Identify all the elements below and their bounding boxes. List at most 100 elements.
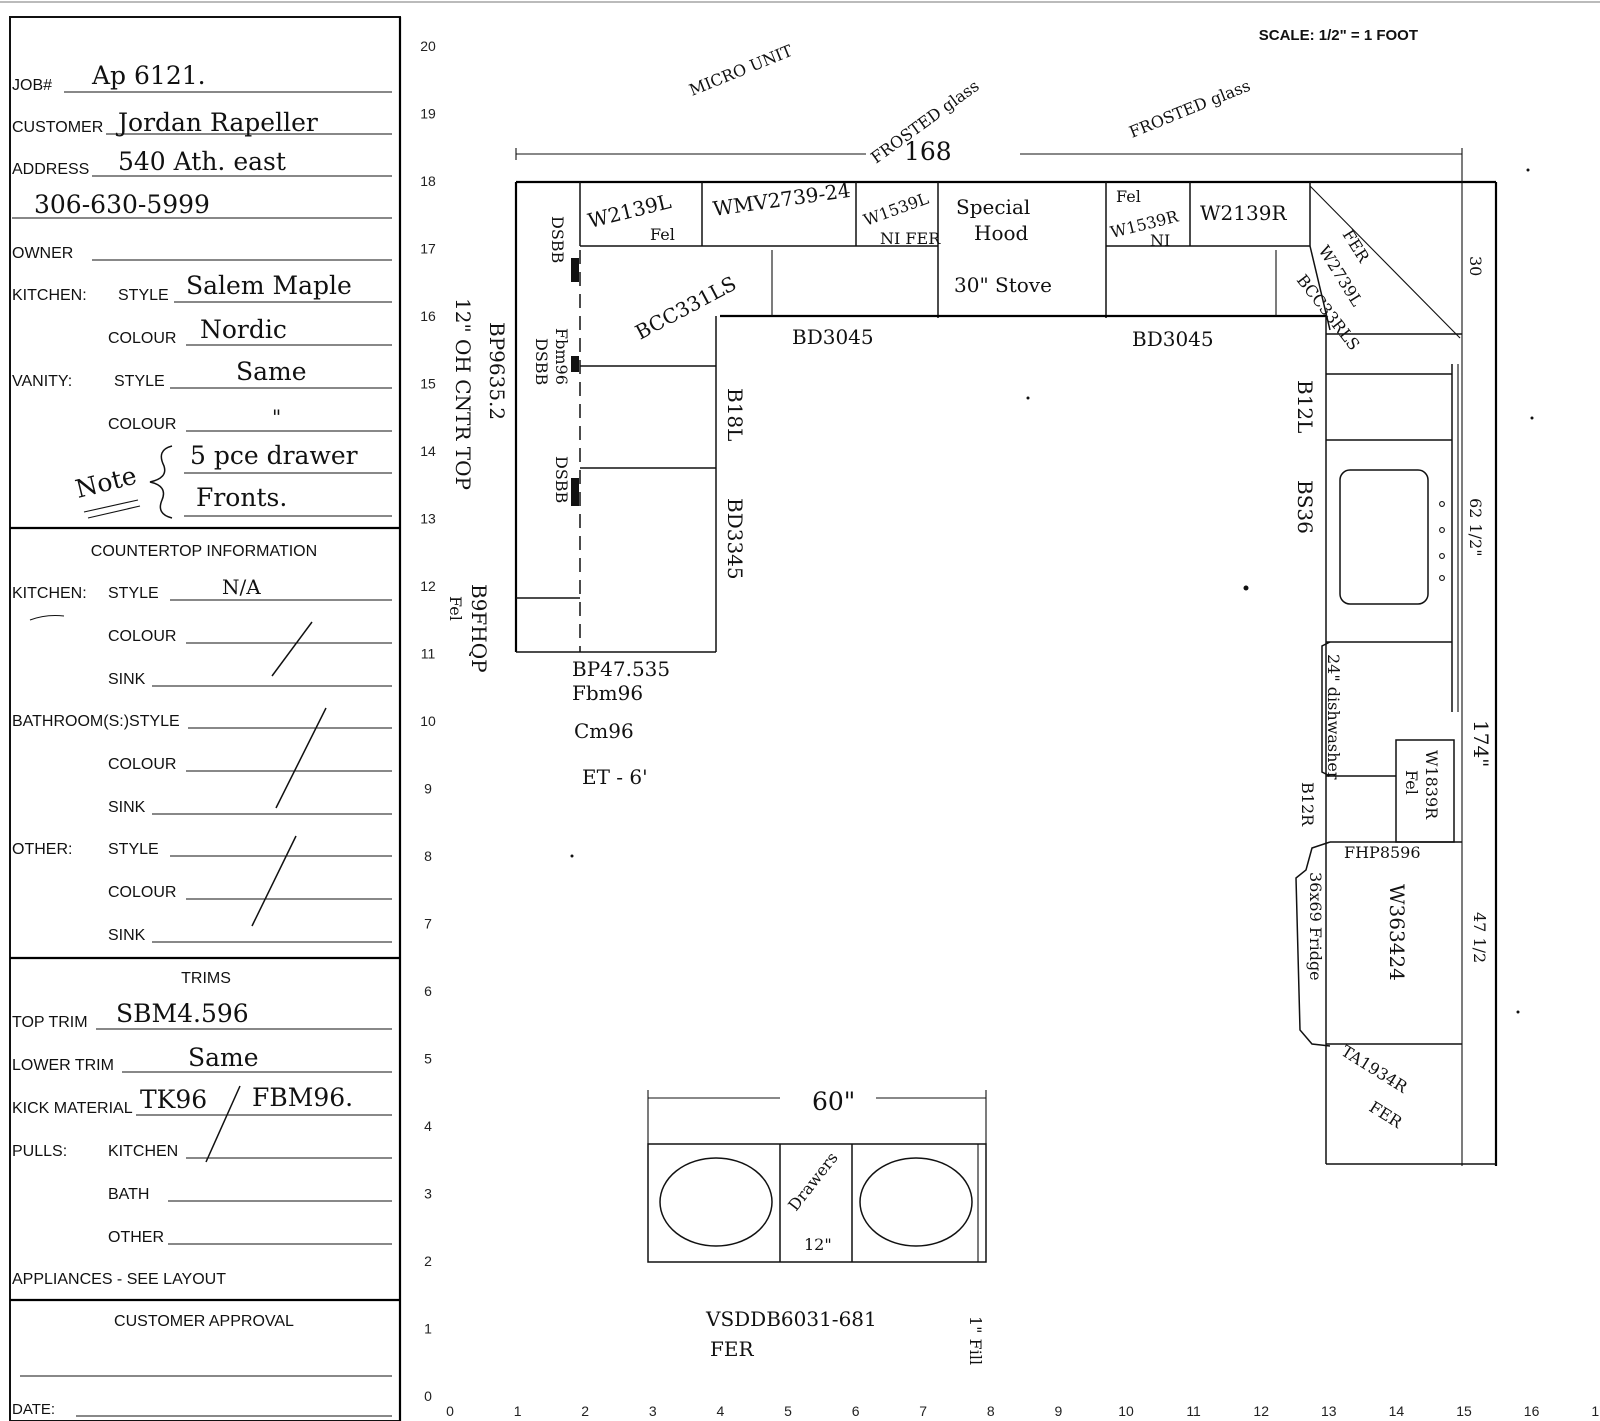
fer-label-3: FER [710,1337,754,1361]
dishwasher-label: 24" dishwasher [1324,654,1343,780]
y-tick-label: 17 [420,241,436,257]
bcc331ls-label: BCC331LS [631,271,740,344]
stove-label: 30" Stove [954,273,1052,297]
oh-counter-top-label: 12" OH CNTR TOP [451,298,475,490]
fridge-label: 36x69 Fridge [1306,872,1325,981]
drawers-12-label: 12" [804,1235,832,1254]
vanity-label: VANITY: [12,373,72,390]
y-tick-label: 20 [420,38,436,54]
kick-material-label: KICK MATERIAL [12,1100,133,1117]
y-tick-label: 10 [420,713,436,729]
y-tick-label: 18 [420,173,436,189]
customer-label: CUSTOMER [12,119,103,136]
trims-heading: TRIMS [181,970,231,987]
bp9635-label: BP9635.2 [485,322,509,420]
dsbb-label-1: DSBB [548,216,567,263]
special-hood-label-2: Hood [974,221,1029,245]
y-tick-label: 7 [424,916,432,932]
fill-label: 1" Fill [966,1316,985,1365]
x-tick-label: 7 [919,1403,927,1419]
x-tick-label: 10 [1118,1403,1134,1419]
countertop-sink-label: SINK [108,671,146,688]
right-dimension-30: 30 [1466,256,1485,276]
x-tick-label: 13 [1321,1403,1337,1419]
y-tick-label: 4 [424,1118,432,1134]
fer-label-w2739l: FER [1339,226,1374,266]
bd3045-label-2: BD3045 [1132,327,1214,351]
fel-label-3: Fel [1402,770,1421,795]
y-tick-label: 3 [424,1186,432,1202]
y-tick-label: 8 [424,848,432,864]
fhp8596-label: FHP8596 [1344,843,1421,862]
other-style-label: STYLE [108,841,159,858]
other-colour-label: COLOUR [108,884,176,901]
ni-label-2: NI [1150,231,1170,250]
w2139r-label: W2139R [1200,201,1287,225]
order-form-panel: JOB# Ap 6121. CUSTOMER Jordan Rapeller A… [9,16,402,1421]
owner-label: OWNER [12,245,73,262]
vanity-width-60: 60" [812,1087,855,1116]
countertop-style-label: STYLE [108,585,159,602]
vanity-style-value: Same [236,357,307,386]
b12l-label: B12L [1293,380,1317,433]
job-label: JOB# [12,77,52,94]
bd3045-label-1: BD3045 [792,325,874,349]
date-label: DATE: [12,1401,55,1418]
x-tick-label: 9 [1055,1403,1063,1419]
y-tick-label: 16 [420,308,436,324]
y-tick-label: 9 [424,781,432,797]
pulls-bath-label: BATH [108,1186,149,1203]
address-label: ADDRESS [12,161,89,178]
wmv-label: WMV2739-24 [711,178,852,221]
customer-value: Jordan Rapeller [115,108,318,137]
right-dimension-62: 62 1/2" [1466,498,1485,557]
vanity-style-label: STYLE [114,373,165,390]
et6-label: ET - 6' [582,765,648,789]
b12r-label: B12R [1298,782,1317,827]
countertop-heading: COUNTERTOP INFORMATION [91,543,317,560]
frosted-glass-note-2: FROSTED glass [1126,76,1253,142]
fer-label-2: FER [1366,1097,1406,1132]
top-dimension-168: 168 [904,137,952,166]
y-tick-label: 11 [421,646,436,662]
b9fhqp-label: B9FHQP [467,584,491,673]
countertop-colour-label: COLOUR [108,628,176,645]
b18l-label: B18L [723,388,747,441]
job-value: Ap 6121. [91,61,206,90]
countertop-kitchen-label: KITCHEN: [12,585,87,602]
x-axis-ticks: 01234567891011121314151617 [446,1403,1600,1419]
dsbb-label-2: DSBB [532,338,551,385]
scale-label: SCALE: 1/2" = 1 FOOT [1259,27,1418,44]
dsbb-label-3: DSBB [552,456,571,503]
address-value: 540 Ath. east [118,147,286,176]
ni-fer-label: NI FER [880,229,941,248]
y-tick-label: 1 [424,1321,432,1337]
cm96-label: Cm96 [574,719,634,743]
x-tick-label: 14 [1389,1403,1405,1419]
note-line2: Fronts. [196,483,287,512]
floor-plan-drawing: MICRO UNIT FROSTED glass 168 FROSTED gla… [446,41,1534,1365]
x-tick-label: 8 [987,1403,995,1419]
right-dimension-174: 174" [1469,720,1493,767]
special-hood-label: Special [956,195,1030,219]
right-dimension-47: 47 1/2 [1470,912,1489,963]
y-tick-label: 0 [424,1388,432,1404]
x-tick-label: 4 [717,1403,725,1419]
micro-unit-note: MICRO UNIT [686,41,795,100]
fel-label-2: Fel [446,596,465,621]
bs36-label: BS36 [1293,480,1317,534]
y-tick-label: 14 [420,443,436,459]
kitchen-colour-value: Nordic [200,315,287,344]
note-label: Note [72,461,139,504]
fbm96-ds-label: Fbm96 [552,328,571,385]
top-trim-value: SBM4.596 [116,999,249,1028]
vanity-colour-label: COLOUR [108,416,176,433]
bp47535-label: BP47.535 [572,657,670,681]
bathroom-sink-label: SINK [108,799,146,816]
pulls-kitchen-label: KITCHEN [108,1143,178,1160]
other-sink-label: SINK [108,927,146,944]
x-tick-label: 0 [446,1403,454,1419]
other-label: OTHER: [12,841,72,858]
